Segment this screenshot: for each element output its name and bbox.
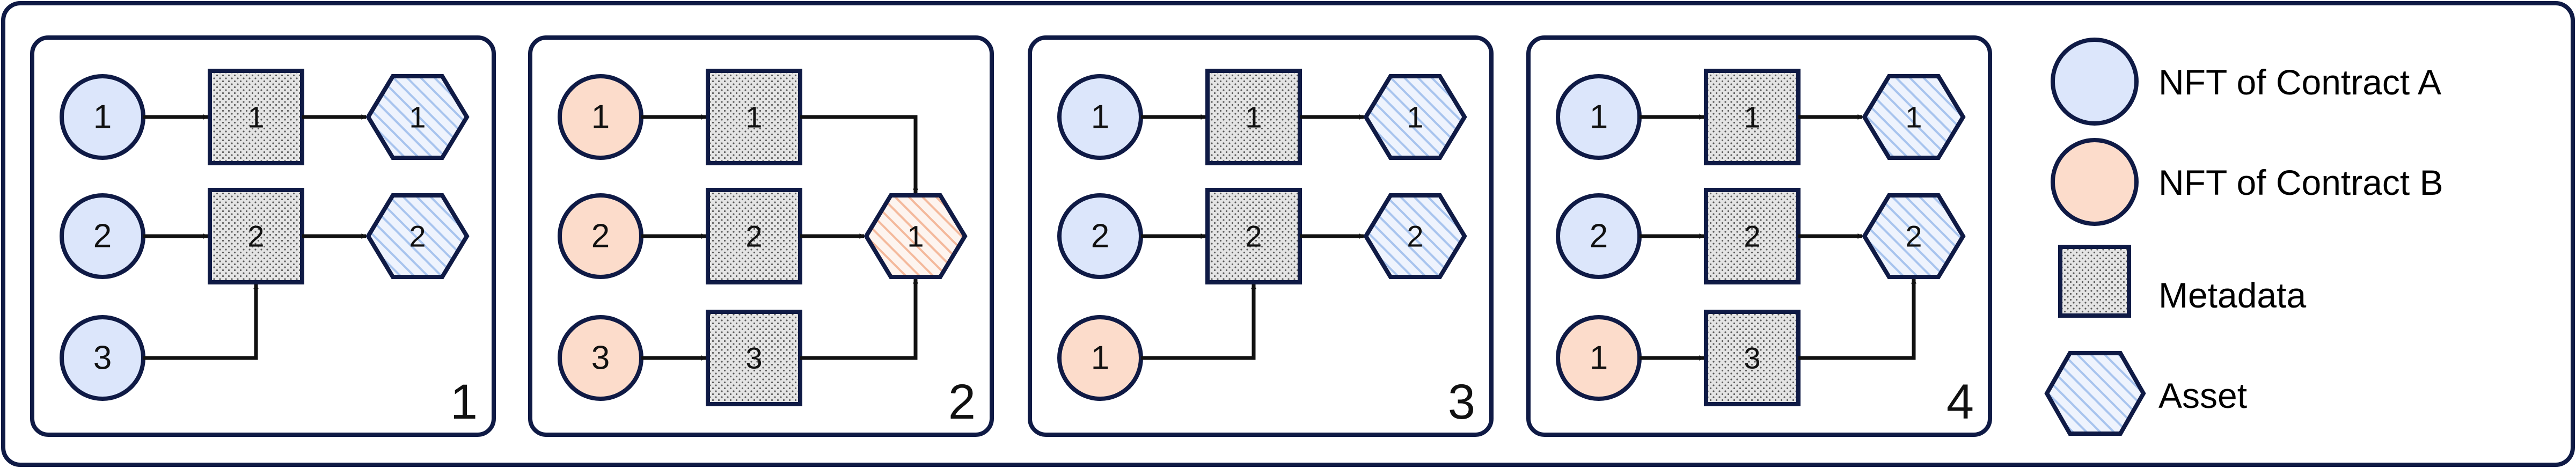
panel-number: 3: [1448, 375, 1475, 429]
metadata-box-1: [1205, 69, 1302, 165]
asset-hex-1: [863, 193, 968, 279]
asset-hex-1: [1862, 74, 1966, 160]
metadata-box-3: [1704, 310, 1801, 406]
legend-nft-a-label: NFT of Contract A: [2158, 62, 2441, 102]
metadata-box-1: [208, 69, 304, 165]
panel-4: 1 2 1 1 2 3 1 2 4: [1526, 35, 1992, 437]
asset-label-1: 1: [1905, 100, 1922, 134]
panel-number: 2: [948, 375, 976, 429]
metadata-label-2: 2: [745, 220, 762, 253]
nft-label-2: 2: [591, 218, 610, 255]
nft-label-1: 1: [1590, 99, 1608, 136]
legend-item-metadata: Metadata: [2058, 245, 2306, 318]
metadata-label-3: 3: [1744, 341, 1760, 375]
asset-label-2: 2: [409, 220, 426, 253]
asset-label-2: 2: [1407, 220, 1423, 253]
metadata-label-1: 1: [1245, 100, 1262, 134]
legend-asset-label: Asset: [2158, 376, 2247, 415]
metadata-label-2: 2: [247, 220, 264, 253]
asset-hex-2: [1363, 193, 1467, 279]
asset-hex-1: [1363, 74, 1467, 160]
metadata-label-2: 2: [1245, 220, 1262, 253]
metadata-box-3: [706, 310, 802, 406]
legend-nft-b-label: NFT of Contract B: [2158, 163, 2443, 202]
asset-label-1: 1: [1407, 100, 1423, 134]
nft-label-3: 3: [591, 340, 610, 377]
arrow-metadata-3-to-asset: [800, 278, 918, 360]
legend-item-nft-a: NFT of Contract A: [2051, 38, 2441, 126]
legend-item-asset: Asset: [2044, 351, 2247, 436]
metadata-label-2: 2: [1744, 220, 1760, 253]
asset-hex-1: [365, 74, 470, 160]
panel-1: 1 2 3 1 2 1 2 1: [30, 35, 496, 437]
legend-metadata-label: Metadata: [2158, 275, 2306, 315]
legend-asset-icon: [2044, 351, 2146, 436]
arrow-nft3-to-metadata-2: [1141, 283, 1256, 360]
panels-layer: 1 2 3 1 2 1 2 1 1 2 3 1 2 3 1 2 1 2 1 1 2 1 2 3 1 2 1 1 2 3 1 2 4: [30, 35, 1992, 437]
nft-label-3: 1: [1091, 340, 1109, 377]
metadata-label-1: 1: [745, 100, 762, 134]
arrow-metadata-1-to-asset: [800, 115, 918, 194]
asset-label-1: 1: [409, 100, 426, 134]
metadata-box-2: [1205, 188, 1302, 284]
arrow-nft3-to-metadata-2: [143, 283, 259, 360]
legend-item-nft-b: NFT of Contract B: [2051, 138, 2443, 226]
legend-nft-b-icon: [2051, 138, 2139, 226]
metadata-label-3: 3: [745, 341, 762, 375]
panel-3: 1 2 1 1 2 1 2 3: [1028, 35, 1494, 437]
nft-label-2: 2: [1590, 218, 1608, 255]
nft-label-3: 3: [93, 340, 112, 377]
legend: NFT of Contract A NFT of Contract B Meta…: [2044, 38, 2443, 436]
metadata-box-1: [706, 69, 802, 165]
nft-label-3: 1: [1590, 340, 1608, 377]
nft-label-1: 1: [93, 99, 112, 136]
nft-label-1: 1: [591, 99, 610, 136]
nft-label-1: 1: [1091, 99, 1109, 136]
asset-hex-2: [365, 193, 470, 279]
legend-nft-a-icon: [2051, 38, 2139, 126]
legend-metadata-icon: [2058, 245, 2131, 318]
panel-number: 1: [450, 375, 478, 429]
panel-number: 4: [1946, 375, 1974, 429]
metadata-label-1: 1: [247, 100, 264, 134]
nft-label-2: 2: [1091, 218, 1109, 255]
panel-2: 1 2 3 1 2 3 1 2: [528, 35, 994, 437]
metadata-label-1: 1: [1744, 100, 1760, 134]
asset-label-2: 2: [1905, 220, 1922, 253]
asset-hex-2: [1862, 193, 1966, 279]
arrow-metadata-3-to-asset-2: [1798, 278, 1916, 360]
asset-label-1: 1: [907, 220, 924, 253]
nft-label-2: 2: [93, 218, 112, 255]
